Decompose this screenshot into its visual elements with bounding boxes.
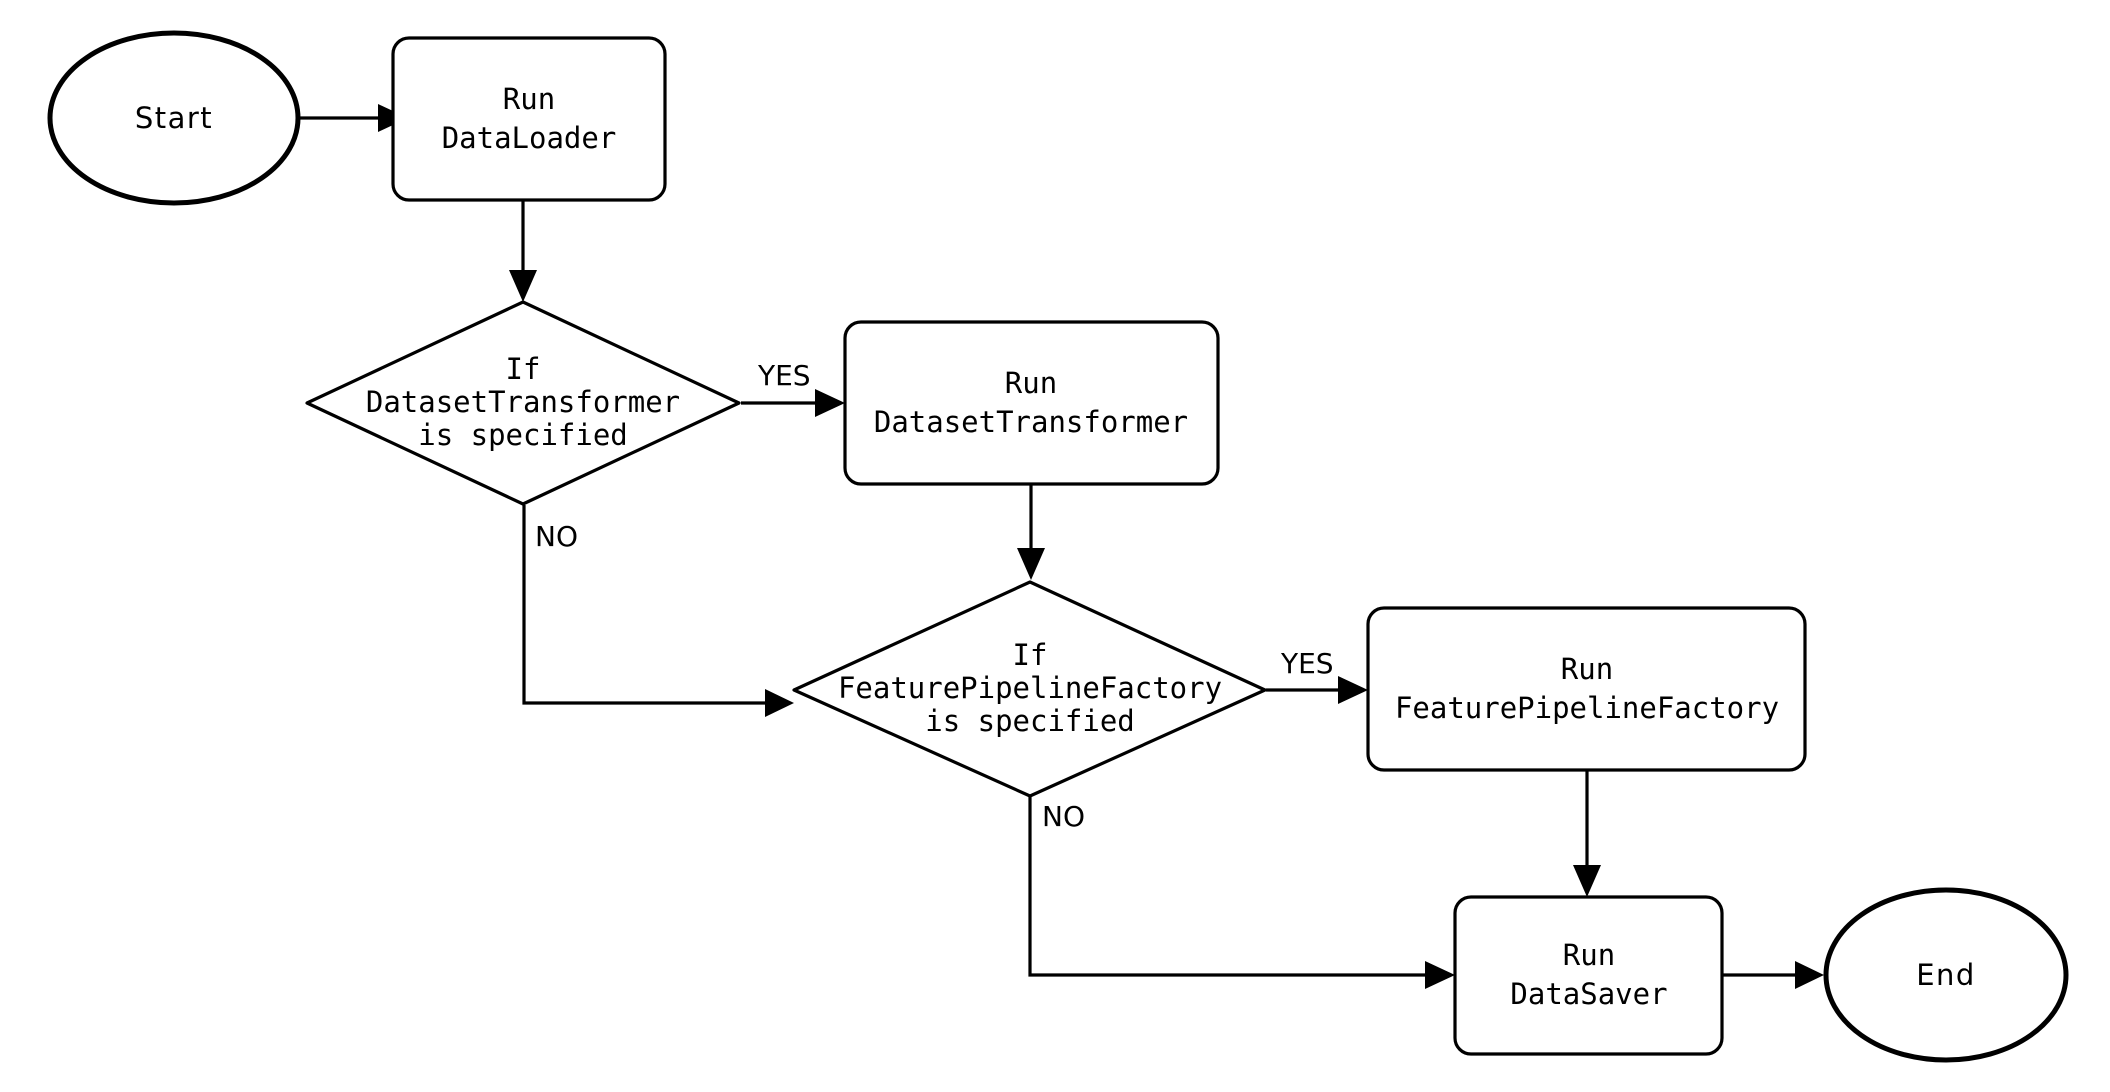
start-label: Start — [135, 101, 213, 135]
node-decision-dataset-transformer[interactable]: If DatasetTransformer is specified — [307, 302, 739, 504]
edge-decision2-to-datasaver: NO — [1028, 797, 1455, 989]
decision2-diamond[interactable] — [794, 582, 1265, 796]
factory-label-line1: Run — [1561, 652, 1613, 686]
node-decision-feature-pipeline-factory[interactable]: If FeaturePipelineFactory is specified — [794, 582, 1265, 796]
arrow-head-icon — [1017, 548, 1045, 580]
edge-datasaver-to-end — [1722, 961, 1824, 989]
dataloader-label-line1: Run — [503, 82, 555, 116]
node-run-feature-pipeline-factory[interactable]: Run FeaturePipelineFactory — [1368, 608, 1805, 770]
node-run-dataset-transformer[interactable]: Run DatasetTransformer — [845, 322, 1218, 484]
dataloader-rect[interactable] — [393, 38, 665, 200]
transformer-label-line2: DatasetTransformer — [874, 405, 1188, 439]
edge-dataloader-to-decision1 — [509, 200, 537, 302]
transformer-label-line1: Run — [1005, 366, 1057, 400]
edge-label-no-2: NO — [1042, 800, 1085, 833]
datasaver-rect[interactable] — [1455, 897, 1722, 1054]
edge-factory-to-datasaver — [1573, 770, 1601, 897]
edge-label-no-1: NO — [535, 520, 578, 553]
factory-label-line2: FeaturePipelineFactory — [1395, 691, 1779, 725]
decision1-diamond[interactable] — [307, 302, 739, 504]
edge-decision2-to-factory: YES — [1266, 647, 1368, 704]
arrow-head-icon — [1338, 676, 1368, 704]
end-ellipse[interactable] — [1826, 890, 2066, 1060]
edge-transformer-to-decision2 — [1017, 485, 1045, 580]
factory-rect[interactable] — [1368, 608, 1805, 770]
end-label: End — [1916, 958, 1976, 992]
decision2-label-line3: is specified — [925, 704, 1135, 738]
start-ellipse[interactable] — [50, 33, 298, 203]
arrow-head-icon — [1573, 865, 1601, 897]
node-start[interactable]: Start — [50, 33, 298, 203]
decision1-label-line3: is specified — [418, 418, 628, 452]
decision2-label-line1: If — [1013, 638, 1048, 672]
dataloader-label-line2: DataLoader — [442, 121, 617, 155]
edge-label-yes-1: YES — [757, 359, 811, 392]
datasaver-label-line2: DataSaver — [1510, 977, 1667, 1011]
edge-label-yes-2: YES — [1280, 647, 1334, 680]
edge-decision1-to-decision2: NO — [522, 505, 794, 717]
decision1-label-line1: If — [506, 352, 541, 386]
edge-line — [522, 505, 765, 705]
node-run-datasaver[interactable]: Run DataSaver — [1455, 897, 1722, 1054]
node-end[interactable]: End — [1826, 890, 2066, 1060]
arrow-head-icon — [1425, 961, 1455, 989]
node-run-dataloader[interactable]: Run DataLoader — [393, 38, 665, 200]
edge-decision1-to-transformer: YES — [741, 359, 845, 417]
datasaver-label-line1: Run — [1563, 938, 1615, 972]
transformer-rect[interactable] — [845, 322, 1218, 484]
arrow-head-icon — [509, 270, 537, 302]
edge-line — [1028, 797, 1425, 977]
decision2-label-line2: FeaturePipelineFactory — [838, 671, 1222, 705]
arrow-head-icon — [765, 689, 794, 717]
decision1-label-line2: DatasetTransformer — [366, 385, 680, 419]
arrow-head-icon — [815, 389, 845, 417]
arrow-head-icon — [1795, 961, 1824, 989]
